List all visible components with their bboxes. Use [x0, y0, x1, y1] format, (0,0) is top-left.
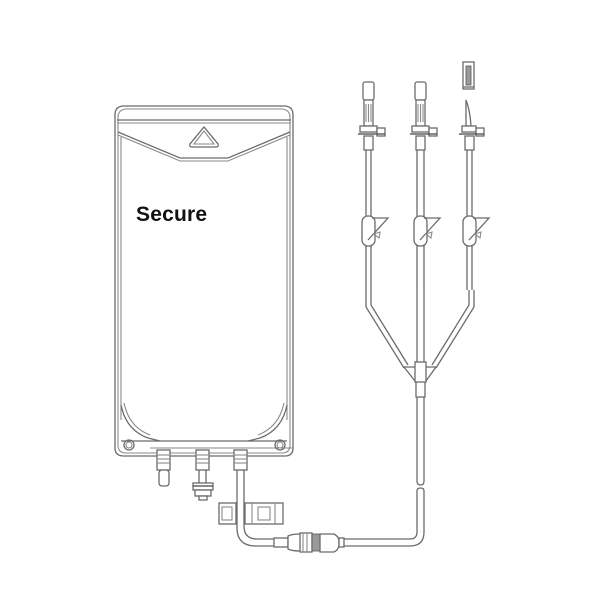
- bag-port-left: [156, 449, 171, 487]
- bag-port-center: [192, 449, 214, 501]
- roller-clamp-right: [462, 215, 491, 247]
- roller-clamp-middle: [413, 215, 442, 247]
- outlet-clamp: [218, 502, 284, 525]
- spike-middle: [410, 81, 438, 151]
- y-junction: [365, 290, 475, 383]
- main-tube: [415, 379, 426, 481]
- bag-port-right: [233, 449, 248, 471]
- roller-clamp-left: [361, 215, 390, 247]
- spike-left: [358, 81, 386, 151]
- blood-bag: [114, 105, 294, 457]
- spike-right-with-cap: [459, 61, 485, 151]
- outlet-tubing: [218, 470, 425, 553]
- hanger-hole-icon: [189, 125, 219, 148]
- inline-connector: [273, 532, 345, 553]
- bag-label: Secure: [136, 203, 208, 226]
